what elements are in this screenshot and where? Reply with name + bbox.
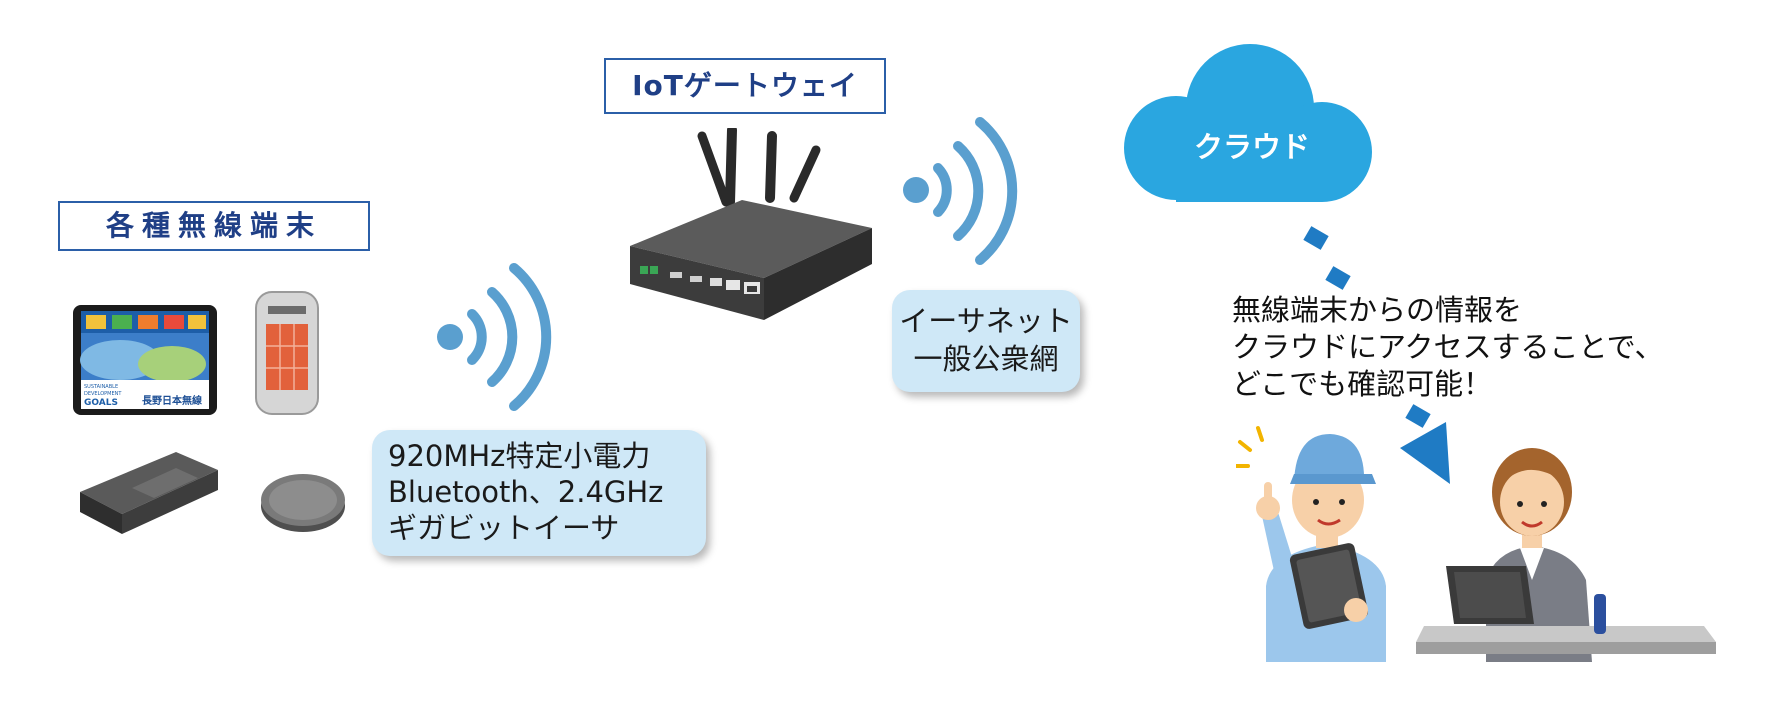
radio-spec-line-3: ギガビットイーサ [388, 511, 620, 545]
data-flow-arrow-icon [1300, 222, 1460, 492]
callout-line-1: 無線端末からの情報を [1232, 293, 1523, 327]
cloud-label: クラウド [1194, 130, 1310, 164]
ethernet-wave-icon [894, 98, 1024, 268]
tag-device [254, 288, 322, 418]
tablet-device: SUSTAINABLE DEVELOPMENT GOALS 長野日本無線 [72, 304, 218, 416]
callout-line-3: どこでも確認可能！ [1232, 367, 1493, 401]
coin-sensor-device [258, 466, 348, 536]
ethernet-bubble: イーサネット 一般公衆網 [892, 290, 1080, 392]
radio-spec-line-1: 920MHz特定小電力 [388, 439, 651, 473]
wireless-wave-icon [428, 242, 558, 412]
sdgs-line-3: GOALS [84, 398, 118, 408]
sdgs-line-2: DEVELOPMENT [84, 391, 122, 397]
callout-text: 無線端末からの情報を クラウドにアクセスすることで、 どこでも確認可能！ [1232, 292, 1664, 403]
cloud-icon: クラウド [1118, 42, 1376, 214]
tablet-brand: 長野日本無線 [142, 394, 202, 407]
dongle-device [72, 436, 222, 536]
radio-spec-line-2: Bluetooth、2.4GHz [388, 475, 664, 509]
gateway-title: IoTゲートウェイ [632, 69, 858, 102]
iot-gateway-router [626, 125, 876, 324]
worker-with-tablet-illustration [1234, 404, 1416, 662]
sdgs-line-1: SUSTAINABLE [84, 384, 118, 390]
devices-title-box: 各種無線端末 [58, 201, 370, 251]
gateway-title-box: IoTゲートウェイ [604, 58, 886, 114]
callout-line-2: クラウドにアクセスすることで、 [1232, 330, 1664, 364]
radio-spec-bubble: 920MHz特定小電力 Bluetooth、2.4GHz ギガビットイーサ [372, 430, 706, 556]
devices-title: 各種無線端末 [105, 209, 322, 242]
woman-with-laptop-illustration [1416, 430, 1716, 662]
ethernet-line-2: 一般公衆網 [913, 342, 1059, 376]
ethernet-line-1: イーサネット [899, 304, 1073, 338]
